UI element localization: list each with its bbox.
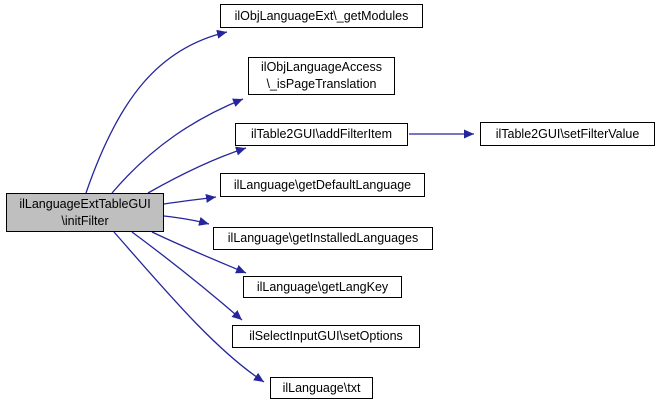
edge-initfilter-getmodules (85, 29, 228, 194)
node-getdefaultlanguage[interactable]: ilLanguage\getDefaultLanguage (220, 173, 425, 197)
edge-initfilter-getinstalledlanguages (163, 215, 210, 226)
node-label-line: ilLanguage\getLangKey (256, 279, 389, 294)
node-label-line: ilLanguage\txt (282, 380, 361, 395)
node-label-line: \initFilter (61, 213, 109, 228)
node-label-line: ilObjLanguageAccess (261, 60, 382, 74)
node-getlangkey[interactable]: ilLanguage\getLangKey (243, 276, 402, 298)
node-label-line: ilLanguage\getInstalledLanguages (227, 231, 419, 245)
edge-initfilter-getdefaultlanguage (163, 193, 217, 205)
node-label-line: ilSelectInputGUI\setOptions (249, 329, 403, 343)
node-label-line: \_isPageTranslation (266, 77, 377, 91)
node-ispagetranslation[interactable]: ilObjLanguageAccess \_isPageTranslation (248, 57, 395, 95)
node-initfilter[interactable]: ilLanguageExtTableGUI \initFilter (6, 193, 164, 232)
node-label-line: ilObjLanguageExt\_getModules (234, 8, 409, 23)
node-setoptions[interactable]: ilSelectInputGUI\setOptions (232, 325, 420, 348)
node-setfiltervalue[interactable]: ilTable2GUI\setFilterValue (480, 122, 655, 146)
node-txt[interactable]: ilLanguage\txt (270, 377, 373, 399)
edge-initfilter-txt (113, 231, 265, 383)
node-addfilteritem[interactable]: ilTable2GUI\addFilterItem (235, 123, 408, 146)
node-label-line: ilTable2GUI\addFilterItem (250, 127, 393, 141)
node-getinstalledlanguages[interactable]: ilLanguage\getInstalledLanguages (213, 227, 433, 250)
node-label-line: ilLanguage\getDefaultLanguage (233, 177, 412, 192)
node-getmodules[interactable]: ilObjLanguageExt\_getModules (220, 4, 423, 28)
node-label-line: ilTable2GUI\setFilterValue (495, 126, 640, 141)
node-label-line: ilLanguageExtTableGUI (19, 196, 151, 211)
